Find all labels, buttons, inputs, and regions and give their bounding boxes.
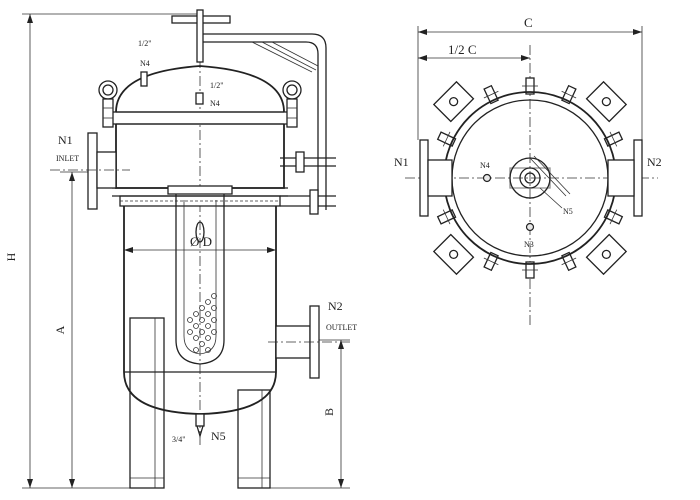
handwheel-davit <box>171 9 336 215</box>
dimension-c-label: C <box>524 15 533 30</box>
top-view-hub <box>509 155 571 199</box>
top-view-n3-port <box>525 222 535 232</box>
support-legs <box>129 317 271 489</box>
top-view-n5: N5 <box>563 207 573 216</box>
lid-vent-nozzle: N4 <box>210 99 220 108</box>
filter-basket <box>167 185 233 365</box>
dimension-h-label: H <box>4 252 18 261</box>
top-view-n4-port <box>482 173 492 183</box>
dimension-d-label: Ø D <box>190 234 212 249</box>
top-view-n2: N2 <box>647 155 662 169</box>
inlet-text: INLET <box>56 154 79 163</box>
dimension-half-c-label: 1/2 C <box>448 42 477 57</box>
eye-bolts <box>98 80 302 128</box>
top-view-n4: N4 <box>480 161 490 170</box>
drain-nozzle-label: N5 <box>211 429 226 443</box>
inlet-nozzle: N1 INLET <box>50 132 130 210</box>
side-view: H A B <box>4 9 357 489</box>
basket-perforation <box>187 293 217 353</box>
outlet-nozzle-label: N2 <box>328 299 343 313</box>
top-vent-nozzle: N4 <box>140 59 150 68</box>
drain-nozzle: 3/4" N5 <box>172 413 226 444</box>
top-view-side-nozzles: N1 N2 <box>394 139 662 217</box>
dimension-c: C <box>417 15 643 140</box>
dimension-half-c: 1/2 C <box>418 42 530 61</box>
top-view-n5-leader <box>539 187 563 209</box>
dimension-h: H <box>4 13 200 489</box>
top-vent-size: 1/2" <box>138 39 152 48</box>
dimension-b-label: B <box>322 408 336 416</box>
dimension-a: A <box>53 171 108 488</box>
clamp-bolts <box>436 77 624 279</box>
lid-vent-size: 1/2" <box>210 81 224 90</box>
outlet-text: OUTLET <box>326 323 357 332</box>
outlet-nozzle: N2 OUTLET <box>268 299 357 379</box>
top-view: C 1/2 C <box>394 15 662 325</box>
top-view-n1: N1 <box>394 155 409 169</box>
top-view-lugs <box>432 80 628 276</box>
lid-vent: 1/2" N4 <box>195 81 224 108</box>
top-view-n3: N3 <box>524 240 534 249</box>
dimension-d: Ø D <box>124 234 276 253</box>
drain-size: 3/4" <box>172 435 186 444</box>
top-vent: 1/2" N4 <box>138 39 152 87</box>
dimension-a-label: A <box>53 325 67 334</box>
inlet-nozzle-label: N1 <box>58 133 73 147</box>
